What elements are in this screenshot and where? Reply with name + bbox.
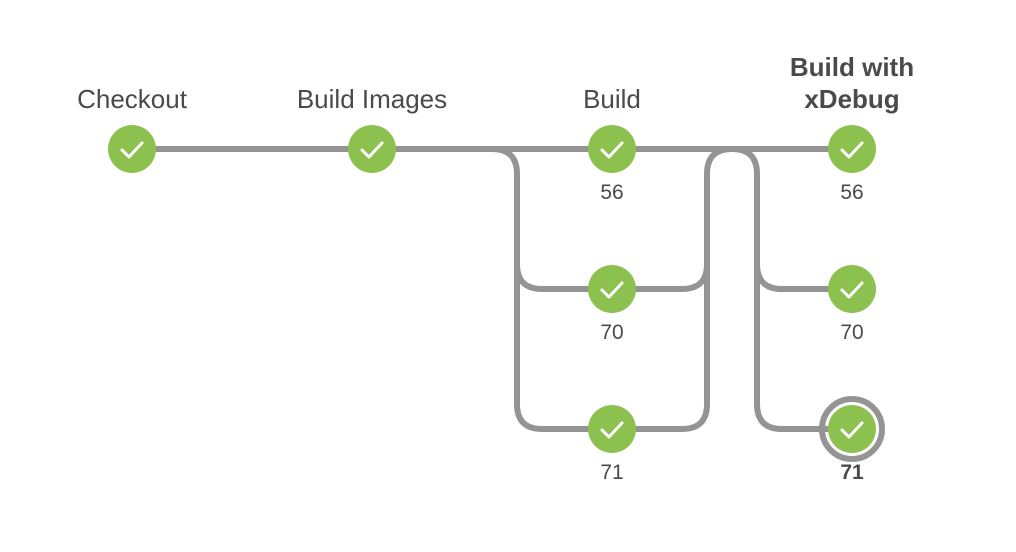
stage-title-line: xDebug bbox=[804, 84, 899, 114]
stage-node-build-70[interactable]: 70 bbox=[588, 265, 636, 344]
stage-node-build-71[interactable]: 71 bbox=[588, 405, 636, 484]
stage-node-build-56[interactable]: 56 bbox=[588, 125, 636, 204]
stage-node-build-with-xdebug-70[interactable]: 70 bbox=[828, 265, 876, 344]
checkmark-icon bbox=[600, 421, 624, 439]
node-status-circle bbox=[588, 125, 636, 173]
stage-title-build-images: Build Images bbox=[297, 84, 447, 114]
checkmark-icon bbox=[600, 281, 624, 299]
node-label: 71 bbox=[840, 461, 864, 484]
checkmark-icon bbox=[120, 141, 144, 159]
checkmark-icon bbox=[840, 281, 864, 299]
checkmark-icon bbox=[840, 141, 864, 159]
node-label: 70 bbox=[840, 321, 863, 344]
node-label: 71 bbox=[600, 461, 623, 484]
node-label: 56 bbox=[600, 181, 623, 204]
node-label: 56 bbox=[840, 181, 863, 204]
checkmark-icon bbox=[600, 141, 624, 159]
stage-title-line: Build Images bbox=[297, 84, 447, 114]
connector-fork-xdebug-71 bbox=[754, 261, 855, 432]
node-label: 70 bbox=[600, 321, 623, 344]
stage-node-checkout[interactable] bbox=[108, 125, 156, 173]
stage-title-build: Build bbox=[583, 84, 641, 114]
node-status-circle bbox=[828, 125, 876, 173]
stage-node-build-with-xdebug-71[interactable]: 71 bbox=[819, 396, 885, 484]
connector-fork-build-71 bbox=[514, 261, 615, 432]
node-status-circle bbox=[348, 125, 396, 173]
checkmark-icon bbox=[840, 421, 864, 439]
connector-join-build-71 bbox=[609, 261, 710, 432]
pipeline-connectors bbox=[129, 146, 855, 432]
stage-title-line: Checkout bbox=[77, 84, 188, 114]
stage-title-line: Build with bbox=[790, 52, 914, 82]
stage-node-build-images[interactable] bbox=[348, 125, 396, 173]
node-status-circle bbox=[828, 265, 876, 313]
node-status-circle bbox=[588, 265, 636, 313]
pipeline-nodes: 56 70 71 56 70 71 bbox=[108, 125, 885, 484]
stage-node-build-with-xdebug-56[interactable]: 56 bbox=[828, 125, 876, 204]
connector-fork-xdebug-70 bbox=[729, 146, 855, 292]
node-status-circle bbox=[828, 405, 876, 453]
node-status-circle bbox=[588, 405, 636, 453]
stage-title-line: Build bbox=[583, 84, 641, 114]
checkmark-icon bbox=[360, 141, 384, 159]
connector-fork-build-70 bbox=[489, 146, 615, 292]
node-status-circle bbox=[108, 125, 156, 173]
selected-node-ring bbox=[819, 396, 885, 462]
connector-join-build-70 bbox=[609, 146, 735, 292]
stage-title-checkout: Checkout bbox=[77, 84, 188, 114]
